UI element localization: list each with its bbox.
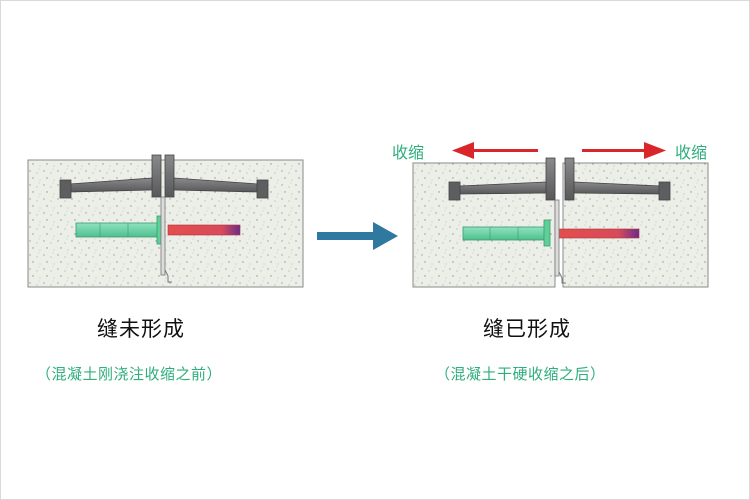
right-concrete-left-block <box>412 162 556 288</box>
right-anchor-assembly <box>448 157 671 201</box>
transition-arrow <box>317 222 398 250</box>
shrink-label-left: 收缩 <box>392 143 425 162</box>
left-joint-plate <box>160 196 172 283</box>
right-caption: 缝已形成 <box>483 317 571 341</box>
left-note: （混凝土刚浇注收缩之前） <box>36 365 223 383</box>
right-concrete-right-block <box>562 162 709 288</box>
shrink-label-right: 收缩 <box>675 143 708 162</box>
left-caption: 缝未形成 <box>97 317 185 341</box>
right-note: （混凝土干硬收缩之后） <box>435 365 606 383</box>
left-anchor-assembly <box>59 154 269 199</box>
right-dowel <box>462 219 640 247</box>
right-joint-plate <box>554 199 566 284</box>
left-dowel <box>75 215 241 245</box>
shrink-arrow-right <box>582 142 666 159</box>
shrink-arrow-left <box>452 142 538 159</box>
